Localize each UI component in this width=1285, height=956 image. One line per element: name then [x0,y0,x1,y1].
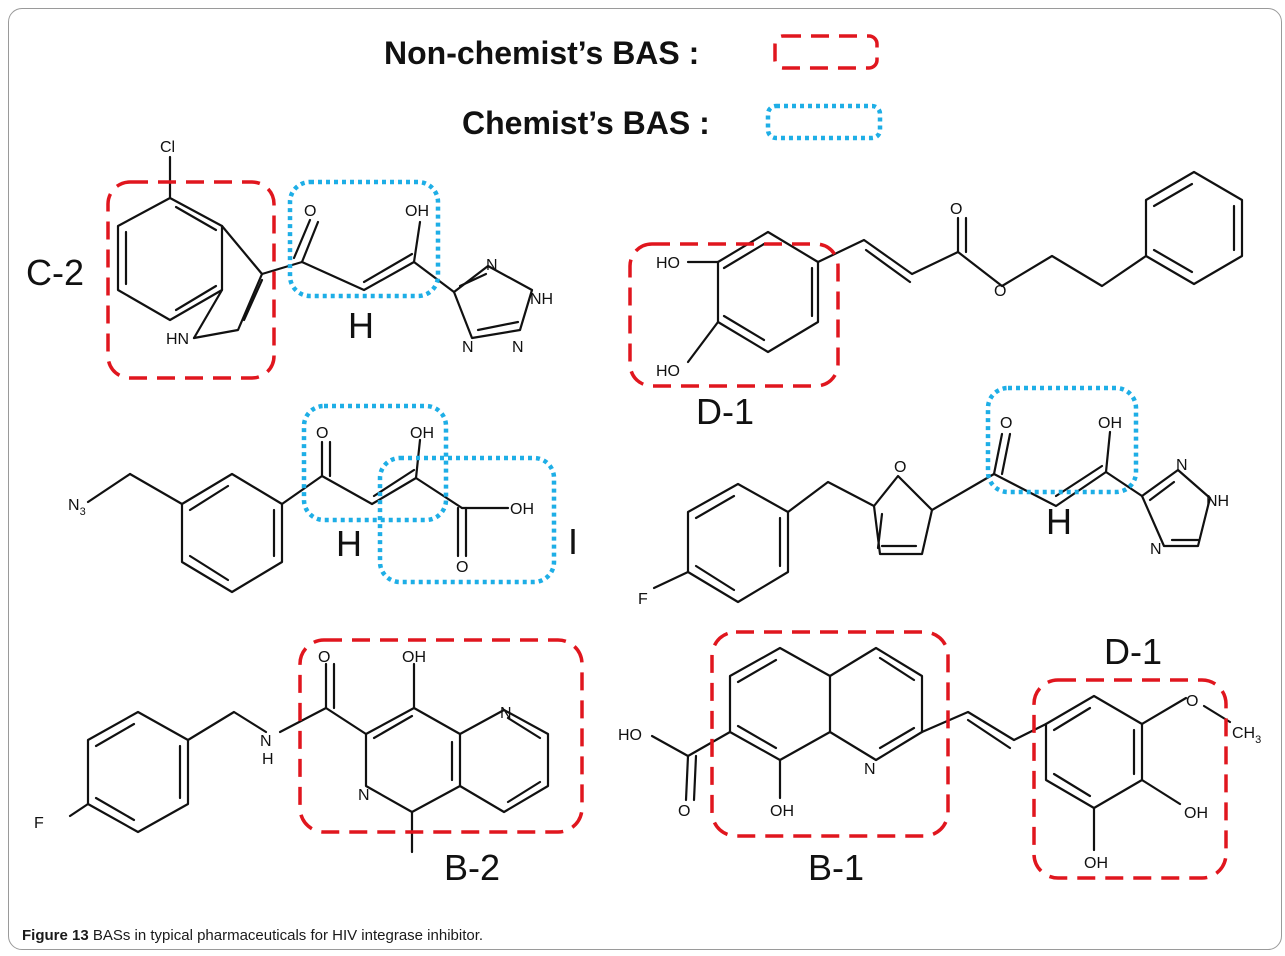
bas-box-d1-bottom [1032,678,1228,880]
atom-ho-acid: HO [618,727,642,744]
label-d1-top: D-1 [696,391,754,432]
bas-box-h-mol1 [287,179,441,299]
bas-box-b2 [298,638,584,834]
atom-n-triazole-2: N [1150,541,1162,558]
atom-nh-triazole: NH [1206,493,1229,510]
bas-box-c2 [106,180,276,380]
caption-label: Figure 13 [22,927,89,944]
atom-o-ester: O [994,283,1006,300]
atom-o-methoxy: O [1186,693,1198,710]
figure-caption: Figure 13 BASs in typical pharmaceutical… [22,927,483,944]
atom-o-acid: O [456,559,468,576]
atom-o-mol1: O [304,203,316,220]
atom-o-mol4: O [1000,415,1012,432]
atom-o-acid-mol6: O [678,803,690,820]
atom-n-quinoline: N [864,761,876,778]
atom-nh-tetrazole: NH [530,291,553,308]
bas-box-i [377,455,557,585]
molecule-chloroindole-tetrazole: Cl O OH HN N NH N N [106,139,553,380]
atom-o-furan: O [894,459,906,476]
atom-ho-caffeic-2: HO [656,363,680,380]
atom-n-tetrazole-1: N [486,257,498,274]
caption-text: BASs in typical pharmaceuticals for HIV … [92,927,484,944]
atom-f-mol5: F [34,815,44,832]
molecule-quinoline-styryl: HO O OH N O CH3 OH OH [618,630,1261,880]
atom-n-tetrazole-2: N [462,339,474,356]
molecule-naphthyridine-amide: F N H O OH N N [34,638,584,854]
molecule-azido-diketo-acid: N3 O OH OH O [68,403,557,594]
label-b2: B-2 [444,847,500,888]
legend-red-dashed-box [773,34,879,70]
legend-non-chemist-label: Non-chemist’s BAS : [384,35,699,71]
atom-o-mol3: O [316,425,328,442]
label-b1: B-1 [808,847,864,888]
atom-n-amide: N [260,733,272,750]
atom-ho-caffeic-1: HO [656,255,680,272]
atom-n-naphthyridine-1: N [500,705,512,722]
atom-oh-phenol-1: OH [1184,805,1208,822]
label-h-mol1: H [348,305,374,346]
bas-box-h-mol3 [301,403,449,523]
legend-chemist-label: Chemist’s BAS : [462,105,710,141]
atom-n-tetrazole-3: N [512,339,524,356]
label-d1-bottom: D-1 [1104,631,1162,672]
atom-o-amide: O [318,649,330,666]
atom-o-ester-carbonyl: O [950,201,962,218]
label-i: I [568,521,578,562]
label-c2: C-2 [26,252,84,293]
atom-oh-quinoline: OH [770,803,794,820]
atom-oh-mol5: OH [402,649,426,666]
legend-blue-dotted-box [765,103,883,141]
molecule-fluorobenzyl-furan-triazole: F O O OH N NH N [638,385,1229,608]
atom-f-mol4: F [638,591,648,608]
label-h-mol4: H [1046,501,1072,542]
atom-ch3: CH3 [1232,725,1261,746]
atom-oh-mol3: OH [410,425,434,442]
bas-box-b1 [710,630,950,838]
atom-n3: N3 [68,497,86,518]
atom-n-naphthyridine-2: N [358,787,370,804]
atom-n-triazole-1: N [1176,457,1188,474]
atom-cl: Cl [160,139,175,156]
atom-oh-mol1: OH [405,203,429,220]
atom-hn-indole: HN [166,331,189,348]
bas-box-h-mol4 [985,385,1139,495]
atom-oh-phenol-2: OH [1084,855,1108,872]
atom-h-amide: H [262,751,274,768]
atom-oh-acid: OH [510,501,534,518]
molecule-caffeic-ester: HO HO O O [628,170,1244,388]
label-h-mol3: H [336,523,362,564]
atom-oh-mol4: OH [1098,415,1122,432]
